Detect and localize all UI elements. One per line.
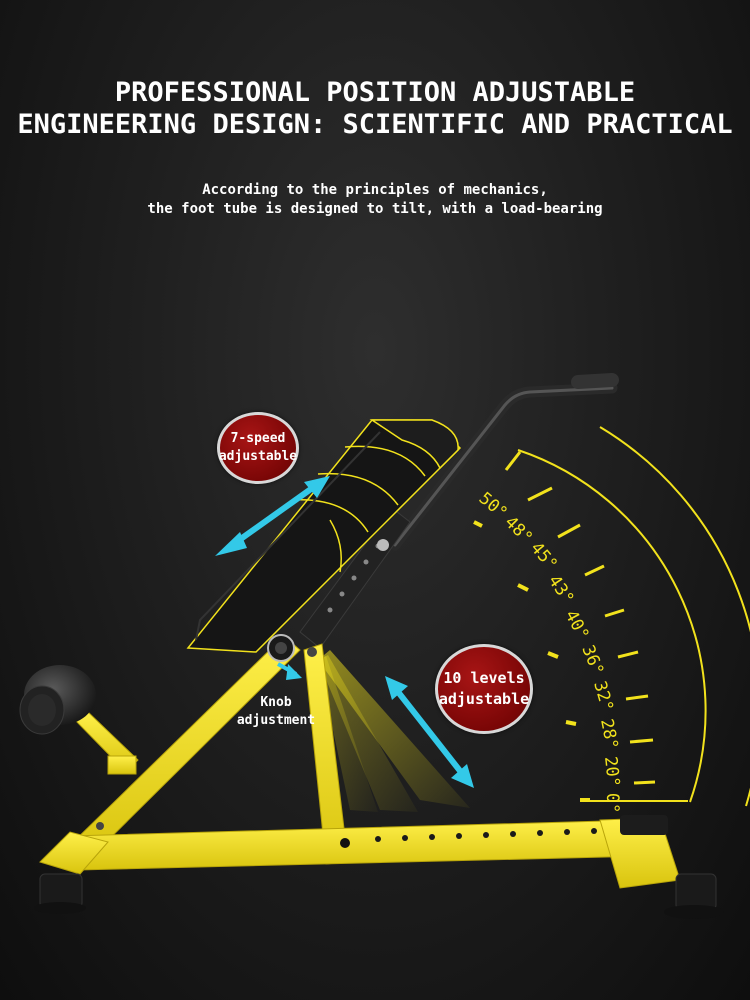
foot-pads: [34, 815, 724, 919]
arrow-levels-adjust: [385, 676, 474, 788]
knob-adjustment-label: Knob adjustment: [228, 694, 324, 730]
subheading-line-2: the foot tube is designed to tilt, with …: [147, 201, 603, 217]
heading-line-2: ENGINEERING DESIGN: SCIENTIFIC AND PRACT…: [17, 109, 733, 140]
bench-frame: [39, 635, 681, 889]
badge-7-speed: 7-speed adjustable: [217, 412, 299, 484]
badge-10-levels-line-2: adjustable: [438, 690, 530, 708]
adjustment-column: [299, 507, 411, 649]
scale-label-20: 20°: [600, 755, 623, 788]
scale-label-40: 40°: [561, 607, 593, 644]
knob-icon: [267, 634, 295, 662]
knob-label-line-1: Knob: [260, 695, 292, 710]
scale-label-48: 48°: [500, 512, 536, 548]
scale-label-32: 32°: [589, 679, 617, 714]
scale-label-45: 45°: [526, 538, 561, 574]
badge-10-levels: 10 levels adjustable: [435, 644, 533, 734]
scale-label-36: 36°: [577, 642, 607, 678]
scale-label-0: 0°: [602, 793, 622, 814]
scale-label-43: 43°: [544, 572, 578, 609]
leg-roller: [19, 665, 96, 735]
scale-label-28: 28°: [596, 717, 621, 751]
subheading-line-1: According to the principles of mechanics…: [202, 182, 548, 198]
arrow-knob: [277, 662, 302, 680]
arrow-pad-adjust: [215, 476, 330, 556]
scale-label-50: 50°: [475, 489, 511, 524]
handle-bar: [389, 373, 619, 551]
heading-line-1: PROFESSIONAL POSITION ADJUSTABLE: [114, 77, 636, 108]
badge-7-speed-line-2: adjustable: [218, 449, 298, 464]
badge-10-levels-line-1: 10 levels: [443, 669, 525, 687]
thigh-pads: [186, 419, 462, 653]
badge-7-speed-line-1: 7-speed: [230, 431, 286, 446]
adjust-range-beams: [318, 650, 470, 812]
knob-label-line-2: adjustment: [236, 713, 316, 728]
angle-scale: 50° 48° 45° 43° 40° 36° 32° 28° 20° 0°: [473, 426, 750, 814]
